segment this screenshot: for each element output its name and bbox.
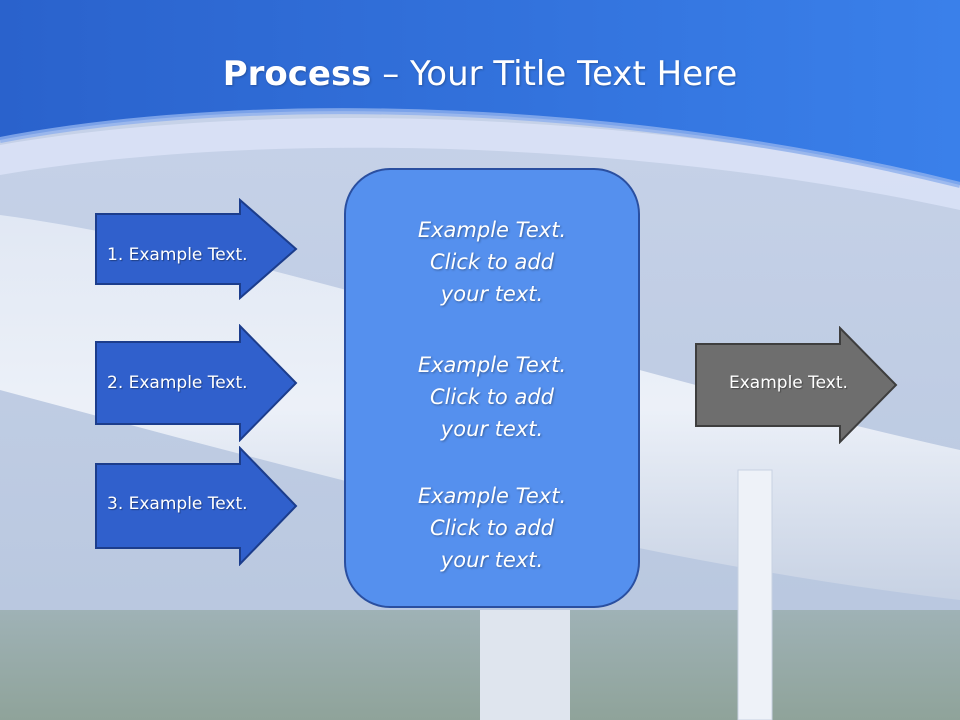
arrow-step-2-label: 2. Example Text.	[107, 373, 248, 393]
center-text-block-2: Example Text. Click to add your text.	[346, 349, 638, 445]
arrow-output	[695, 326, 898, 444]
center-text-line: Click to add	[429, 385, 554, 409]
center-text-line: your text.	[440, 417, 544, 441]
arrow-output-label: Example Text.	[729, 373, 848, 393]
arrow-step-1-label: 1. Example Text.	[107, 245, 248, 265]
center-text-line: your text.	[440, 548, 544, 572]
header-wave-line	[0, 108, 960, 188]
center-process-box: Example Text. Click to add your text. Ex…	[344, 168, 640, 608]
arrow-step-1	[95, 198, 298, 300]
arrow-step-3-label: 3. Example Text.	[107, 494, 248, 514]
center-text-line: Click to add	[429, 250, 554, 274]
center-text-line: Example Text.	[417, 484, 567, 508]
center-text-block-3: Example Text. Click to add your text.	[346, 480, 638, 576]
center-text-line: Click to add	[429, 516, 554, 540]
support-base	[480, 610, 570, 720]
center-text-line: Example Text.	[417, 218, 567, 242]
arrow-step-3	[95, 446, 298, 566]
support-post	[737, 469, 773, 720]
arrow-step-2	[95, 324, 298, 442]
center-text-line: your text.	[440, 282, 544, 306]
title-bold: Process	[222, 54, 372, 94]
page-title: Process – Your Title Text Here	[0, 52, 960, 96]
title-rest: – Your Title Text Here	[371, 54, 738, 94]
header-wave-light	[0, 118, 960, 210]
header-band	[0, 0, 960, 185]
center-text-line: Example Text.	[417, 353, 567, 377]
center-text-block-1: Example Text. Click to add your text.	[346, 214, 638, 310]
